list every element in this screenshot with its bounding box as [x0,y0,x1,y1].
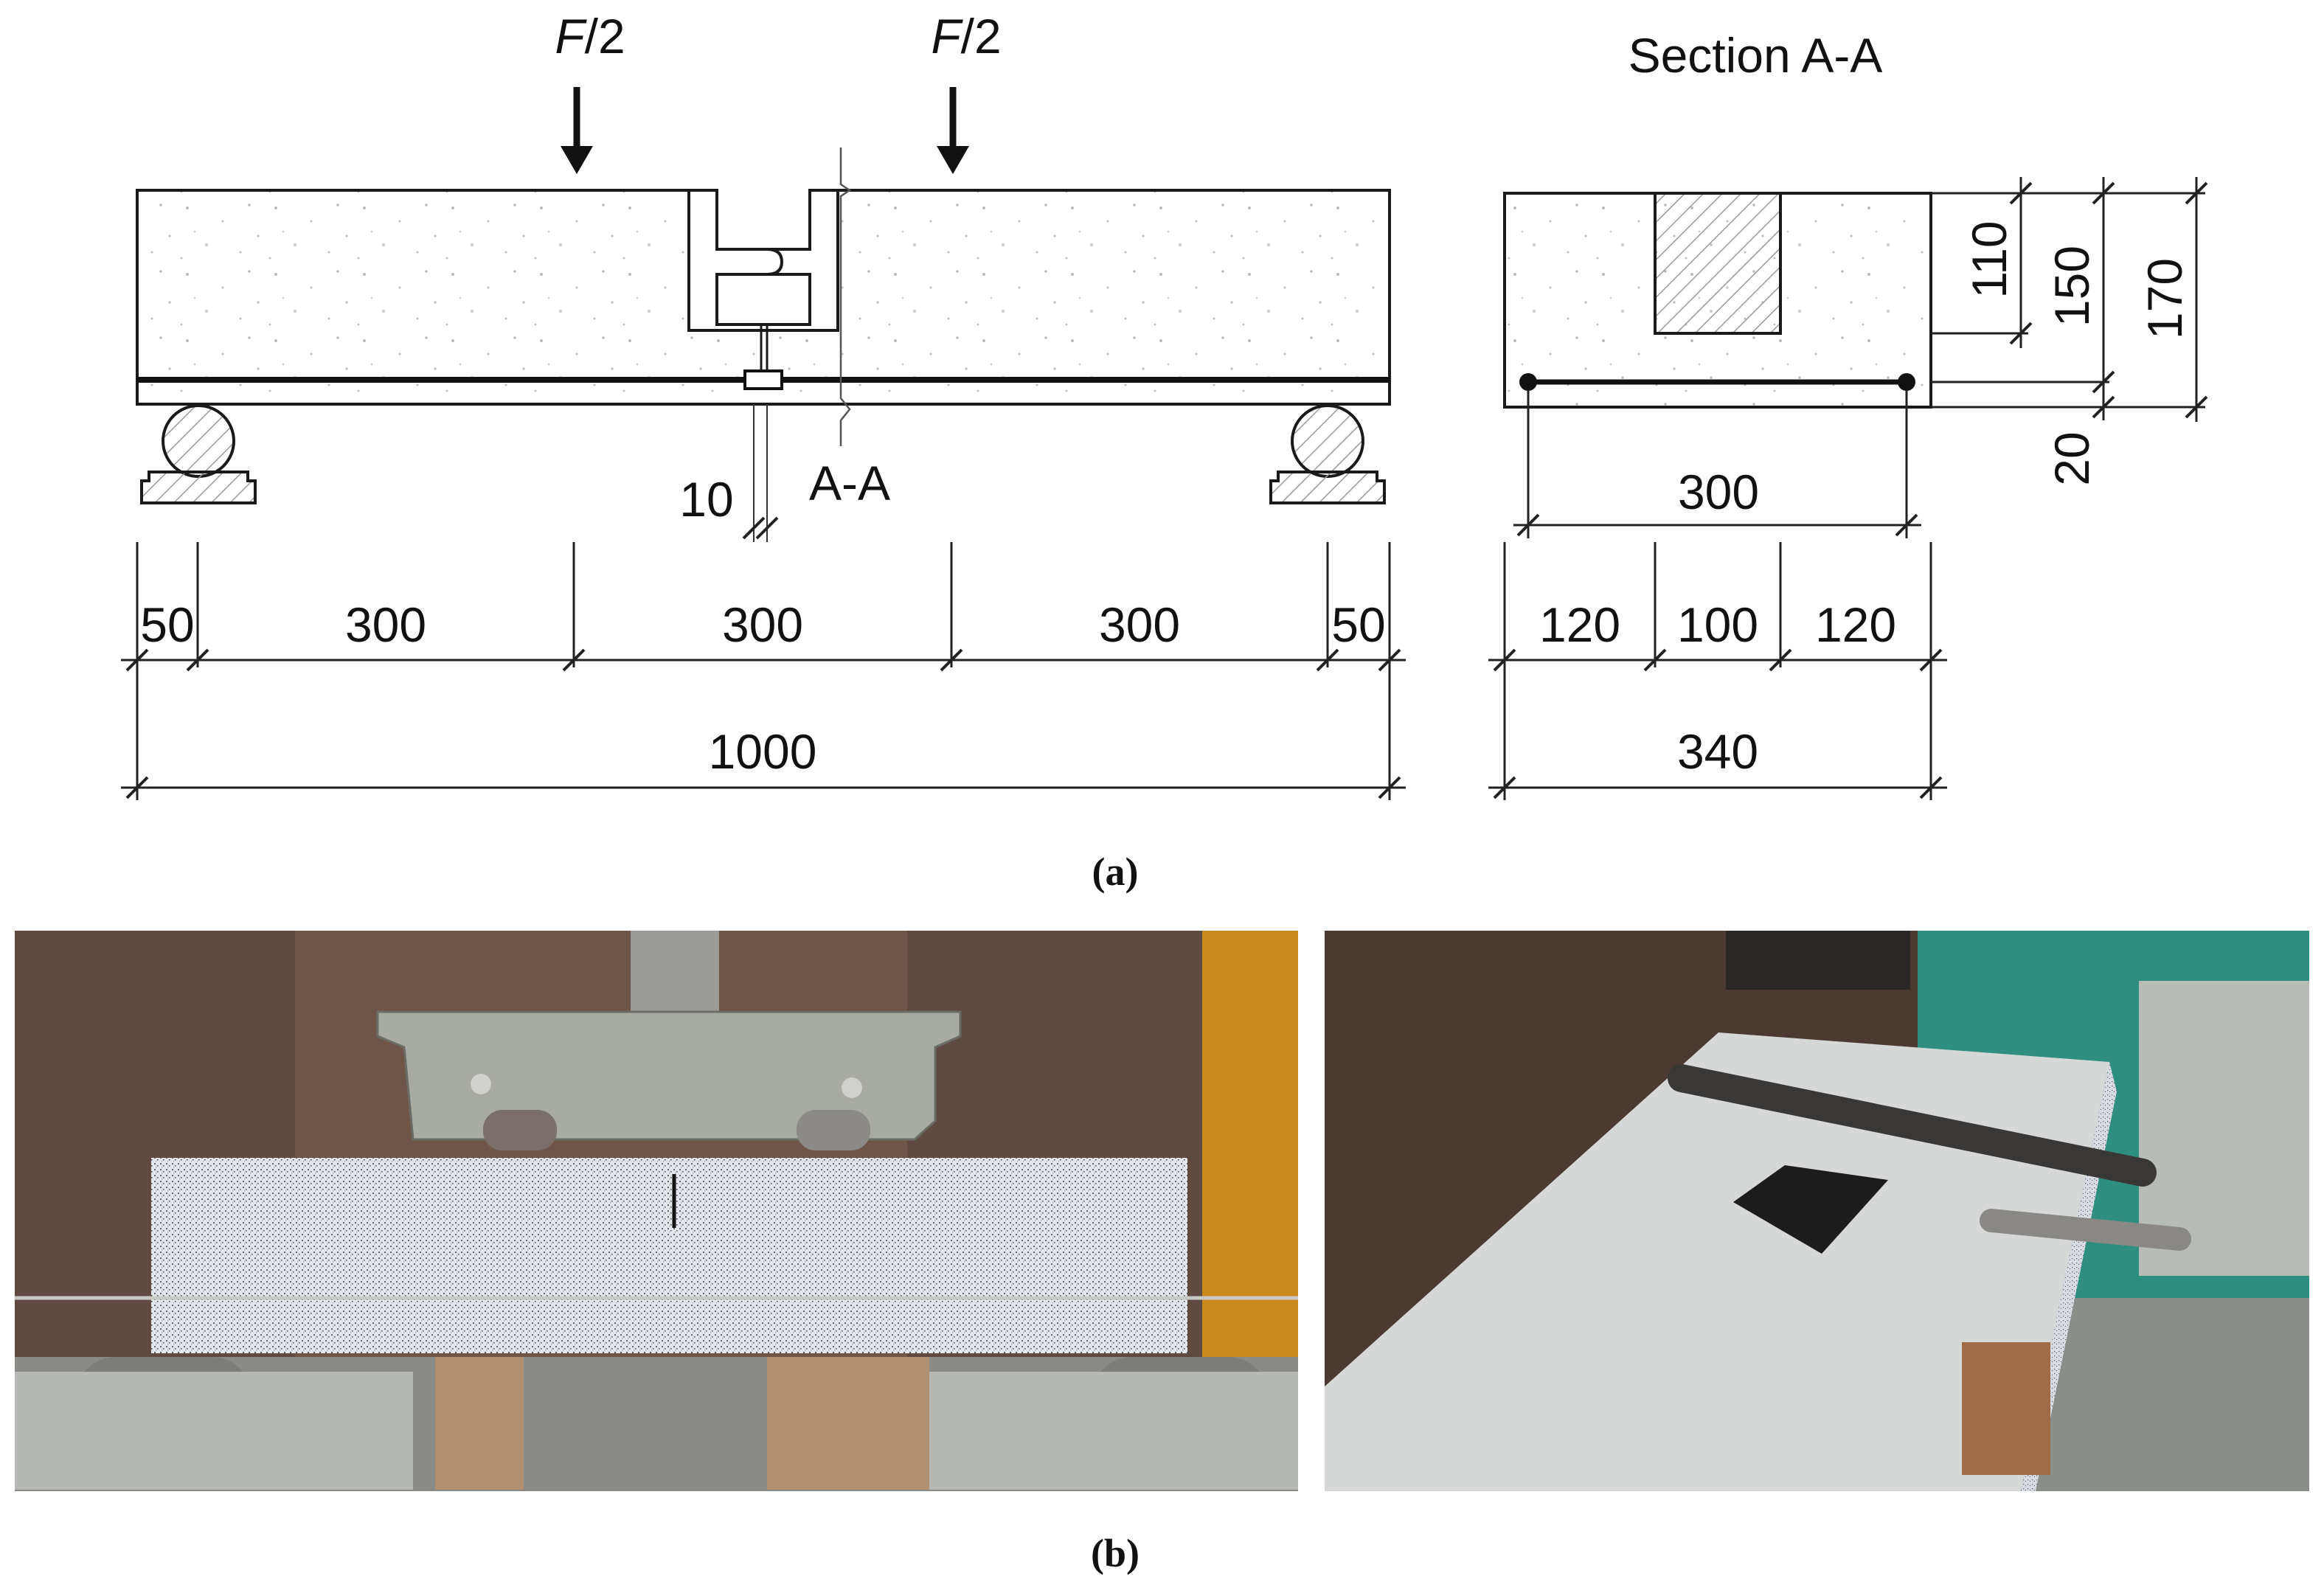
section-title: Section A-A [1628,28,1883,83]
photo-right [1325,931,2309,1491]
sec-tick-1 [1643,648,1667,672]
sec-tick-0 [1493,648,1516,672]
span-dim-0: 50 [140,597,194,652]
vtick-7 [2185,395,2208,419]
support-right-roller [1291,404,1364,478]
caption-b: (b) [1091,1531,1140,1575]
sec-tick-2 [1769,648,1792,672]
rebar-tick-r [1895,513,1918,537]
photo-left-bolt-1 [471,1074,491,1094]
photo-right-rod-2 [1980,1209,2191,1251]
photo-left-wood-1 [435,1357,524,1490]
total-tick-0 [125,776,149,799]
section-cut-line [839,147,852,446]
beam-right-half [838,190,1390,404]
section-rebar-end-left [1519,373,1537,391]
vtick-5 [2092,395,2115,419]
photo-right-wood-block [1962,1342,2050,1475]
notch-insert [689,189,838,326]
load-right-arrowhead [937,146,969,174]
photo-left [15,931,1298,1491]
photo-left-support-block-1 [15,1372,413,1490]
span-dimension-chain: 50 300 300 300 50 1000 [121,542,1406,800]
photo-left-support-block-2 [903,1372,1298,1490]
load-left-arrowhead [561,146,593,174]
photo-left-actuator [631,931,719,1012]
span-dim-2: 300 [722,597,803,652]
support-left [140,404,257,504]
vtick-4 [2092,370,2115,394]
load-left-label: F/2 [555,9,625,63]
total-length-label: 1000 [709,724,817,779]
sec-total-tick-0 [1493,776,1516,799]
span-tick-5 [1378,648,1401,672]
support-left-roller [162,404,235,478]
vtick-3 [2092,181,2115,205]
sec-total-tick-1 [1919,776,1943,799]
section-height-110: 110 [1962,221,2016,298]
photo-right-rod-1 [1668,1064,2157,1187]
vtick-1 [2009,181,2033,205]
beam-mid-bottom [689,330,838,404]
caption-a: (a) [1092,850,1139,894]
support-right [1269,404,1386,504]
span-dim-3: 300 [1099,597,1180,652]
notch-dim-tick1 [742,516,766,540]
notch-dim-tick2 [755,516,779,540]
section-dim-1: 100 [1677,597,1758,652]
span-tick-1 [186,648,209,672]
beam-elevation: 10 A-A [136,147,1391,542]
section-height-150: 150 [2044,246,2099,327]
load-right-label: F/2 [931,9,1001,63]
notch-hinge [766,248,784,276]
cross-section: Section A-A 110 150 170 20 [1488,28,2208,800]
span-tick-0 [125,648,149,672]
panel-b: (b) [15,931,2309,1575]
support-left-base [140,471,257,504]
section-width-label: 340 [1677,724,1758,779]
photo-right-actuator [1726,931,1910,990]
panel-a: F/2 F/2 [121,9,2208,894]
photo-left-load-roller-2 [797,1110,870,1150]
photo-right-specimen-top [1325,1032,2109,1491]
section-rebar-end-right [1898,373,1915,391]
load-left: F/2 [555,9,625,174]
photo-left-spreader-beam [376,1010,962,1141]
section-cover-20: 20 [2044,431,2099,485]
section-height-170: 170 [2137,258,2192,339]
rebar-tick-l [1516,513,1540,537]
vtick-6 [2185,181,2208,205]
photo-left-bolt-2 [842,1077,862,1098]
photo-left-specimen [151,1158,1187,1353]
photo-right-floor [2028,1298,2309,1491]
section-dim-2: 120 [1815,597,1896,652]
photo-left-load-roller-1 [483,1110,557,1150]
span-tick-4 [1316,648,1339,672]
total-tick-1 [1378,776,1401,799]
beam-left-half [137,190,689,404]
span-dim-4: 50 [1331,597,1385,652]
photo-left-wood-2 [767,1357,929,1490]
load-right: F/2 [931,9,1002,174]
sec-tick-3 [1919,648,1943,672]
section-cut-label: A-A [809,456,890,510]
photo-right-notch [1733,1165,1888,1254]
notch-width-label: 10 [679,472,733,527]
section-dim-0: 120 [1539,597,1620,652]
rebar-coupler [743,369,783,390]
span-tick-2 [562,648,586,672]
section-rebar-width: 300 [1678,465,1759,519]
section-insert [1654,192,1782,335]
vtick-2 [2009,322,2033,345]
span-tick-3 [940,648,963,672]
support-right-base [1269,471,1386,504]
span-dim-1: 300 [345,597,426,652]
